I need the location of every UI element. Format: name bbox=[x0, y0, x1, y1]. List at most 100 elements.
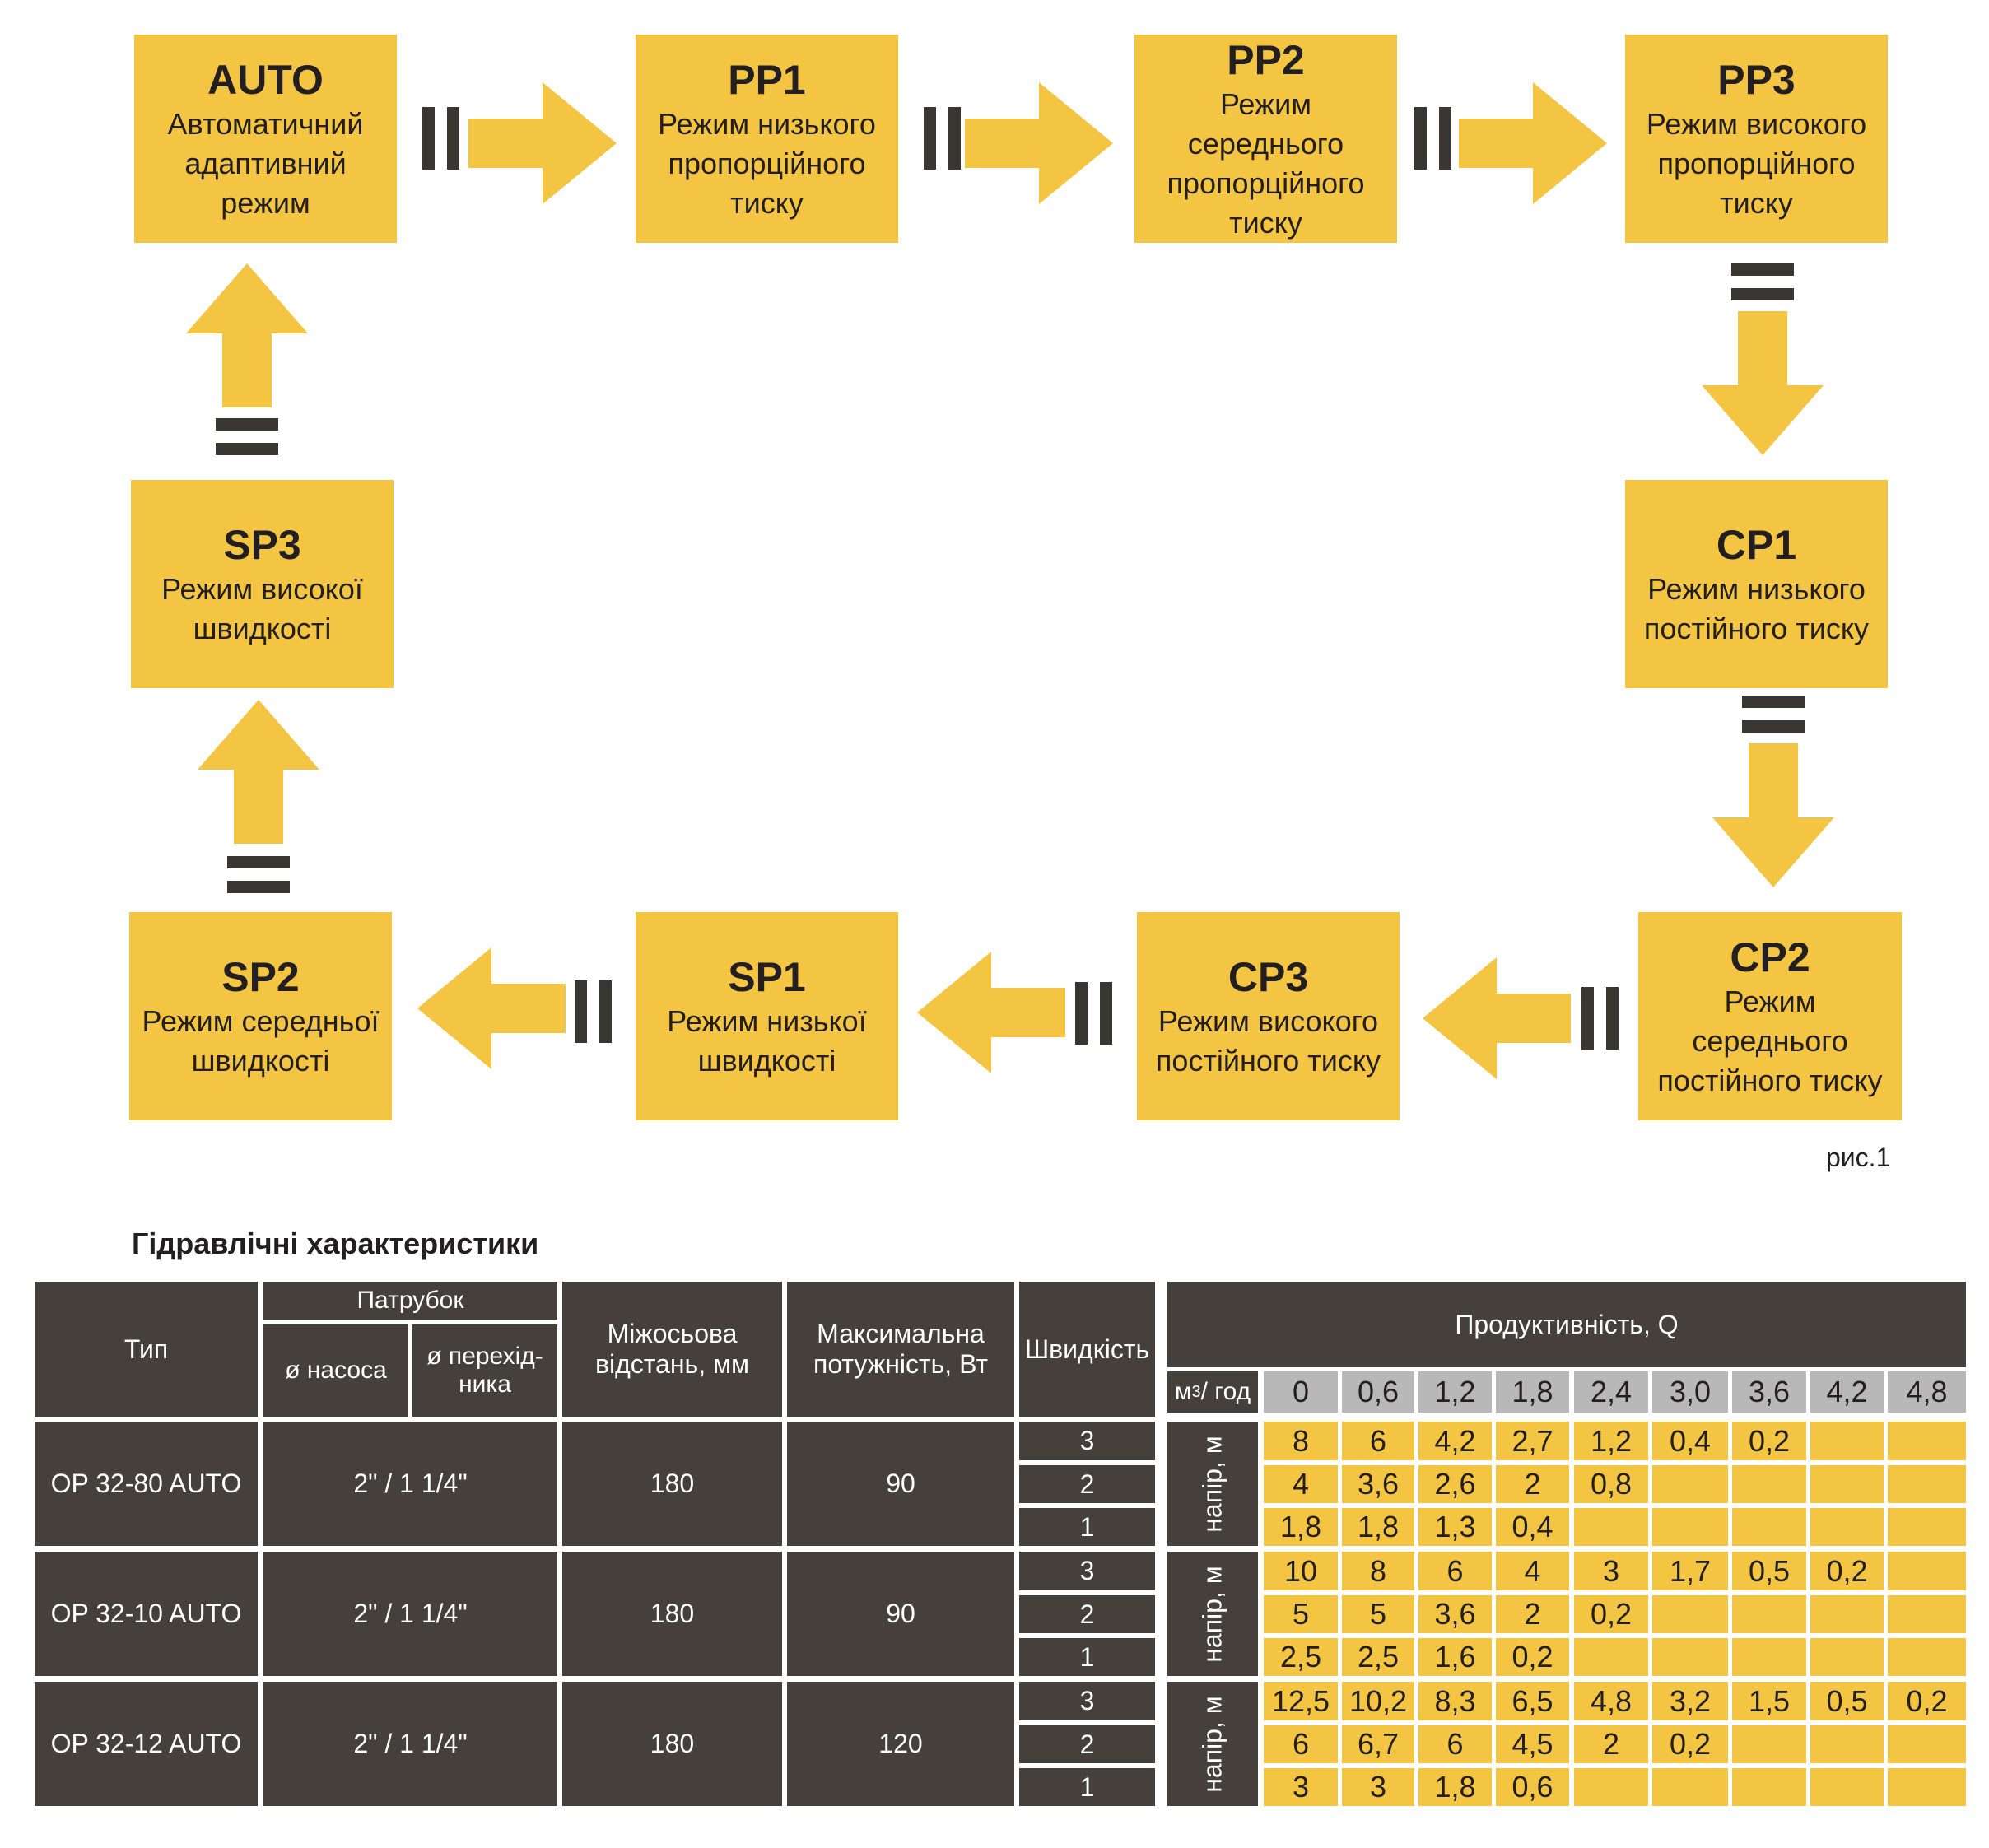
header-max-power: Максимальна потужність, Вт bbox=[787, 1282, 1014, 1417]
separator-bars-icon bbox=[422, 107, 459, 170]
head-value bbox=[1888, 1422, 1966, 1460]
head-value: 1,8 bbox=[1418, 1768, 1492, 1806]
head-value bbox=[1652, 1508, 1728, 1546]
model-type: OP 32-10 AUTO bbox=[35, 1552, 258, 1676]
mode-code: SP1 bbox=[728, 953, 806, 1000]
head-value: 3 bbox=[1264, 1768, 1338, 1806]
head-value: 0,2 bbox=[1496, 1638, 1569, 1676]
speed-value: 3 bbox=[1019, 1552, 1155, 1590]
separator-bars-icon bbox=[227, 856, 290, 893]
head-value: 1,7 bbox=[1652, 1552, 1728, 1590]
speed-value: 1 bbox=[1019, 1638, 1155, 1676]
head-value bbox=[1888, 1508, 1966, 1546]
head-value: 4,2 bbox=[1418, 1422, 1492, 1460]
mode-description: Режим високої швидкості bbox=[161, 571, 363, 645]
head-value: 0,2 bbox=[1888, 1682, 1966, 1720]
speed-value: 1 bbox=[1019, 1508, 1155, 1546]
head-value: 2 bbox=[1496, 1595, 1569, 1633]
figure-caption: рис.1 bbox=[1826, 1143, 1891, 1172]
head-value bbox=[1888, 1725, 1966, 1763]
flow-value: 1,8 bbox=[1496, 1371, 1569, 1413]
head-value: 0,5 bbox=[1810, 1682, 1884, 1720]
head-value: 6 bbox=[1418, 1552, 1492, 1590]
head-label: напір, м bbox=[1167, 1682, 1258, 1806]
head-value: 2,5 bbox=[1264, 1638, 1338, 1676]
mode-box-sp1: SP1 Режим низької швидкості bbox=[636, 912, 898, 1120]
head-value bbox=[1652, 1768, 1728, 1806]
section-title: Гідравлічні характеристики bbox=[132, 1227, 539, 1260]
head-value: 2,5 bbox=[1342, 1638, 1414, 1676]
model-connection: 2" / 1 1/4" bbox=[263, 1552, 557, 1676]
mode-description: Режим високого постійного тиску bbox=[1155, 1003, 1381, 1078]
head-value bbox=[1888, 1595, 1966, 1633]
model-type: OP 32-12 AUTO bbox=[35, 1682, 258, 1806]
separator-bars-icon bbox=[216, 418, 278, 455]
mode-box-cp1: CP1 Режим низького постійного тиску bbox=[1625, 480, 1888, 688]
head-value: 0,5 bbox=[1732, 1552, 1806, 1590]
head-value bbox=[1732, 1465, 1806, 1503]
head-value: 1,6 bbox=[1418, 1638, 1492, 1676]
flow-value: 3,6 bbox=[1732, 1371, 1806, 1413]
flow-value: 1,2 bbox=[1418, 1371, 1492, 1413]
separator-bars-icon bbox=[924, 107, 961, 170]
head-value: 0,2 bbox=[1574, 1595, 1648, 1633]
head-value: 6 bbox=[1342, 1422, 1414, 1460]
head-value bbox=[1574, 1638, 1648, 1676]
head-label-text: напір, м bbox=[1197, 1565, 1227, 1663]
flow-value: 4,8 bbox=[1888, 1371, 1966, 1413]
head-label-text: напір, м bbox=[1197, 1695, 1227, 1793]
head-label-text: напір, м bbox=[1197, 1435, 1227, 1533]
head-value: 6 bbox=[1264, 1725, 1338, 1763]
mode-code: PP2 bbox=[1227, 36, 1305, 83]
mode-code: PP3 bbox=[1717, 56, 1796, 103]
head-value: 1,8 bbox=[1264, 1508, 1338, 1546]
head-value bbox=[1888, 1638, 1966, 1676]
mode-description: Автоматичний адаптивний режим bbox=[167, 106, 364, 220]
head-value bbox=[1888, 1465, 1966, 1503]
mode-box-auto: AUTO Автоматичний адаптивний режим bbox=[134, 35, 397, 243]
header-type: Тип bbox=[35, 1282, 258, 1417]
mode-code: SP2 bbox=[221, 953, 300, 1000]
head-value: 4,8 bbox=[1574, 1682, 1648, 1720]
mode-description: Режим середнього постійного тиску bbox=[1657, 984, 1883, 1097]
header-adapter-diameter: ø перехід- ника bbox=[412, 1324, 557, 1417]
separator-bars-icon bbox=[1414, 107, 1451, 170]
head-value bbox=[1810, 1768, 1884, 1806]
head-value: 2,6 bbox=[1418, 1465, 1492, 1503]
flow-unit-sup: 3 bbox=[1191, 1382, 1201, 1401]
flow-unit: м bbox=[1174, 1377, 1192, 1405]
arrow-down-icon bbox=[1702, 311, 1824, 455]
speed-value: 1 bbox=[1019, 1768, 1155, 1806]
flow-value: 2,4 bbox=[1574, 1371, 1648, 1413]
speed-value: 3 bbox=[1019, 1682, 1155, 1720]
head-label: напір, м bbox=[1167, 1552, 1258, 1676]
head-value bbox=[1652, 1638, 1728, 1676]
head-value bbox=[1888, 1552, 1966, 1590]
head-value: 2,7 bbox=[1496, 1422, 1569, 1460]
mode-box-cp2: CP2 Режим середнього постійного тиску bbox=[1638, 912, 1902, 1120]
head-value bbox=[1574, 1768, 1648, 1806]
head-value bbox=[1574, 1508, 1648, 1546]
header-axis-distance: Міжосьова відстань, мм bbox=[562, 1282, 782, 1417]
head-value: 0,8 bbox=[1574, 1465, 1648, 1503]
head-value: 3 bbox=[1574, 1552, 1648, 1590]
mode-code: SP3 bbox=[223, 521, 301, 568]
head-value: 6,5 bbox=[1496, 1682, 1569, 1720]
arrow-down-icon bbox=[1712, 743, 1834, 887]
mode-box-sp3: SP3 Режим високої швидкості bbox=[131, 480, 394, 688]
head-value bbox=[1810, 1422, 1884, 1460]
mode-code: CP2 bbox=[1730, 933, 1810, 980]
head-value: 0,6 bbox=[1496, 1768, 1569, 1806]
model-max-power: 120 bbox=[787, 1682, 1014, 1806]
head-value bbox=[1732, 1725, 1806, 1763]
head-value: 4 bbox=[1496, 1552, 1569, 1590]
head-value: 0,4 bbox=[1652, 1422, 1728, 1460]
model-axis-distance: 180 bbox=[562, 1552, 782, 1676]
flow-value: 0 bbox=[1264, 1371, 1338, 1413]
head-value: 0,2 bbox=[1652, 1725, 1728, 1763]
head-value: 4,5 bbox=[1496, 1725, 1569, 1763]
head-value bbox=[1732, 1595, 1806, 1633]
model-axis-distance: 180 bbox=[562, 1422, 782, 1546]
model-axis-distance: 180 bbox=[562, 1682, 782, 1806]
speed-value: 2 bbox=[1019, 1725, 1155, 1763]
